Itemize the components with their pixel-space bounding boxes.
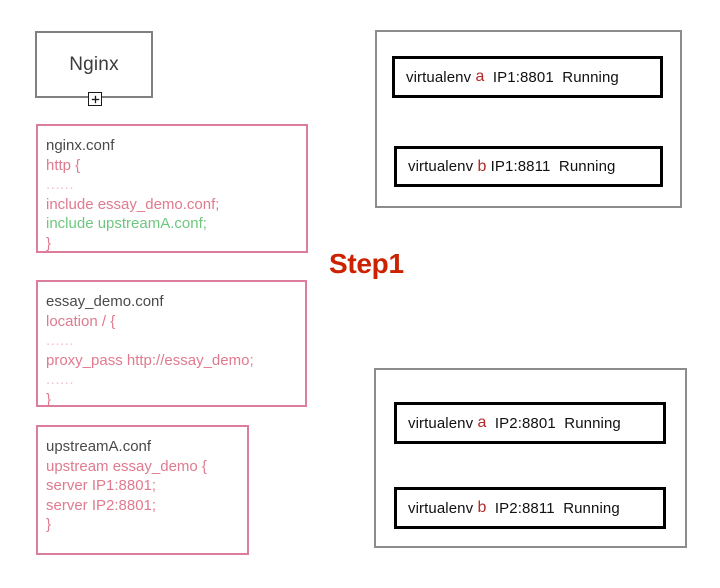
upstream-a-conf-card[interactable]: upstreamA.conf upstream essay_demo { ser… xyxy=(36,425,249,555)
conf-line: } xyxy=(46,234,52,252)
conf-line: http { xyxy=(46,156,81,174)
virtualenv-row[interactable]: virtualenv a IP2:8801 Running xyxy=(394,402,666,444)
virtualenv-address: IP2:8811 xyxy=(486,499,564,517)
virtualenv-tag: a xyxy=(475,68,485,85)
conf-line: server IP1:8801; xyxy=(46,477,157,494)
virtualenv-prefix: virtualenv xyxy=(408,414,478,432)
conf-card-title: nginx.conf xyxy=(46,137,115,154)
status-badge: Running xyxy=(558,158,616,175)
conf-line: location / { xyxy=(46,312,116,330)
virtualenv-address: IP2:8801 xyxy=(486,414,565,432)
conf-line-ellipsis: ...... xyxy=(46,332,75,349)
conf-line: } xyxy=(46,390,52,408)
conf-line: server IP2:8801; xyxy=(46,496,157,514)
conf-line-ellipsis: ...... xyxy=(46,371,75,388)
virtualenv-tag: b xyxy=(477,157,487,175)
nginx-node-label: Nginx xyxy=(69,53,119,75)
conf-line: } xyxy=(46,516,52,533)
virtualenv-prefix: virtualenv xyxy=(408,499,478,517)
virtualenv-tag: b xyxy=(477,499,487,516)
nginx-node[interactable]: Nginx xyxy=(35,31,153,98)
plus-square-icon[interactable] xyxy=(88,92,102,106)
conf-line: include essay_demo.conf; xyxy=(46,195,220,213)
conf-card-title: essay_demo.conf xyxy=(46,293,164,310)
virtualenv-prefix: virtualenv xyxy=(408,158,478,175)
essay-demo-conf-card[interactable]: essay_demo.conf location / { ...... prox… xyxy=(36,280,307,408)
status-badge: Running xyxy=(562,68,619,86)
server-panel-ip2: virtualenv a IP2:8801 Running virtualenv… xyxy=(374,368,687,548)
virtualenv-address: IP1:8811 xyxy=(486,158,559,175)
conf-line: proxy_pass http://essay_demo; xyxy=(46,351,254,369)
virtualenv-row[interactable]: virtualenv b IP2:8811 Running xyxy=(394,487,666,529)
conf-line: upstream essay_demo { xyxy=(46,457,207,475)
nginx-conf-card[interactable]: nginx.conf http { ...... include essay_d… xyxy=(36,124,308,253)
virtualenv-row[interactable]: virtualenv b IP1:8811 Running xyxy=(394,146,663,187)
server-panel-ip1: virtualenv a IP1:8801 Running virtualenv… xyxy=(375,30,682,208)
status-badge: Running xyxy=(564,414,621,432)
virtualenv-address: IP1:8801 xyxy=(484,68,563,86)
conf-line: include upstreamA.conf; xyxy=(46,215,207,232)
virtualenv-prefix: virtualenv xyxy=(406,68,476,86)
conf-card-title: upstreamA.conf xyxy=(46,438,152,455)
virtualenv-tag: a xyxy=(477,414,487,431)
step-label: Step1 xyxy=(329,248,404,279)
status-badge: Running xyxy=(563,499,620,517)
conf-line-ellipsis: ...... xyxy=(46,176,75,193)
virtualenv-row[interactable]: virtualenv a IP1:8801 Running xyxy=(392,56,663,98)
